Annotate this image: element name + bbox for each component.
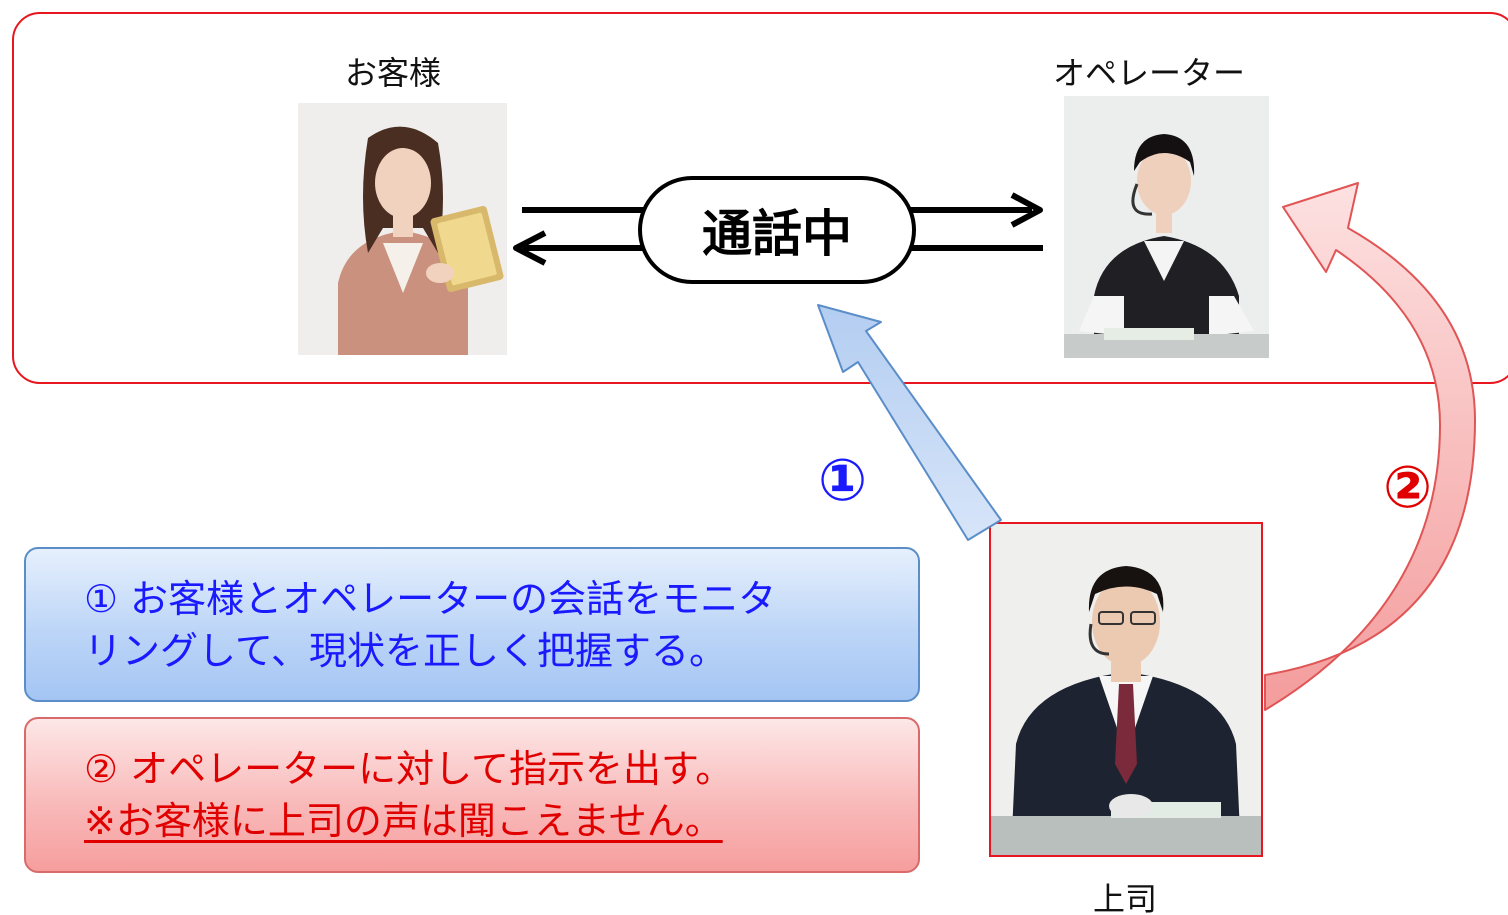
- step1-marker: ①: [818, 446, 868, 514]
- operator-label: オペレーター: [1053, 54, 1246, 92]
- call-status-badge: 通話中: [638, 176, 916, 284]
- step2-line1: ② オペレーターに対して指示を出す。: [84, 747, 734, 791]
- step1-line2: リングして、現状を正しく把握する。: [84, 629, 727, 673]
- step1-description: ① お客様とオペレーターの会話をモニタ リングして、現状を正しく把握する。: [24, 547, 920, 702]
- customer-label: お客様: [345, 54, 442, 92]
- step2-note: ※お客様に上司の声は聞こえません。: [84, 799, 723, 843]
- supervisor-photo: [989, 522, 1263, 857]
- operator-photo: [1064, 96, 1269, 358]
- supervisor-label: 上司: [1093, 880, 1158, 915]
- call-area-frame: [12, 12, 1508, 384]
- step1-line1: ① お客様とオペレーターの会話をモニタ: [84, 577, 777, 621]
- step2-marker: ②: [1383, 453, 1433, 521]
- customer-photo: [298, 103, 507, 355]
- step2-description: ② オペレーターに対して指示を出す。 ※お客様に上司の声は聞こえません。: [24, 717, 920, 873]
